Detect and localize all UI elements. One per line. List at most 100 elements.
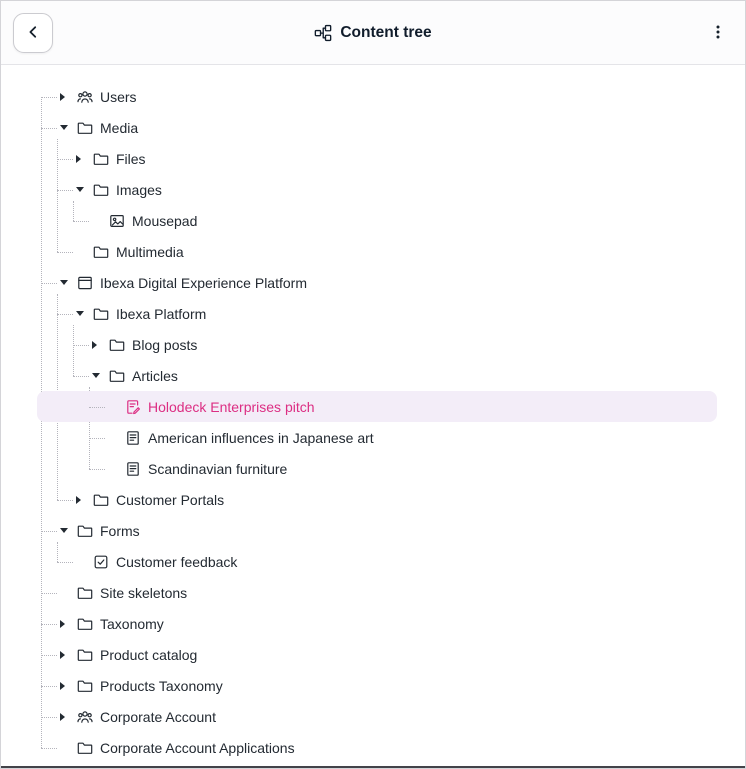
tree-item[interactable]: Customer Portals bbox=[37, 484, 717, 515]
caret-slot bbox=[57, 125, 77, 130]
folder-icon bbox=[93, 306, 109, 322]
folder-icon bbox=[93, 182, 109, 198]
panel-bottom-edge bbox=[1, 766, 745, 768]
folder-icon bbox=[93, 151, 109, 167]
caret-slot bbox=[89, 340, 109, 349]
title-group: Content tree bbox=[314, 23, 432, 42]
tree-item-label: Site skeletons bbox=[100, 584, 188, 601]
caret-slot bbox=[73, 495, 93, 504]
tree-item[interactable]: Taxonomy bbox=[37, 608, 717, 639]
collapse-caret-icon[interactable] bbox=[60, 125, 68, 130]
tree-item[interactable]: American influences in Japanese art bbox=[37, 422, 717, 453]
tree-item-label: Mousepad bbox=[132, 212, 198, 229]
chevron-left-icon bbox=[25, 24, 41, 43]
collapse-caret-icon[interactable] bbox=[92, 373, 100, 378]
page-title: Content tree bbox=[340, 23, 432, 41]
back-button[interactable] bbox=[13, 13, 53, 53]
tree-item-label: Media bbox=[100, 119, 139, 136]
tree-item[interactable]: Users bbox=[37, 81, 717, 112]
tree-item-label: Files bbox=[116, 150, 146, 167]
folder-icon bbox=[77, 585, 93, 601]
kebab-menu-button[interactable] bbox=[707, 22, 729, 44]
caret-slot bbox=[57, 619, 77, 628]
caret-slot bbox=[57, 528, 77, 533]
tree-item[interactable]: Articles bbox=[37, 360, 717, 391]
tree-item-label: American influences in Japanese art bbox=[148, 429, 374, 446]
collapse-caret-icon[interactable] bbox=[60, 528, 68, 533]
caret-slot bbox=[57, 280, 77, 285]
tree-item[interactable]: Forms bbox=[37, 515, 717, 546]
folder-icon bbox=[77, 647, 93, 663]
tree-item[interactable]: Multimedia bbox=[37, 236, 717, 267]
folder-icon bbox=[93, 244, 109, 260]
folder-icon bbox=[93, 492, 109, 508]
folder-icon bbox=[77, 678, 93, 694]
folder-icon bbox=[77, 616, 93, 632]
caret-slot bbox=[73, 154, 93, 163]
tree-item[interactable]: Product catalog bbox=[37, 639, 717, 670]
tree-item[interactable]: Blog posts bbox=[37, 329, 717, 360]
article-icon bbox=[125, 461, 141, 477]
tree-item[interactable]: Mousepad bbox=[37, 205, 717, 236]
tree-item-label: Images bbox=[116, 181, 162, 198]
expand-caret-icon[interactable] bbox=[92, 340, 97, 349]
tree-item[interactable]: Media bbox=[37, 112, 717, 143]
tree-item-label: Holodeck Enterprises pitch bbox=[148, 398, 315, 415]
collapse-caret-icon[interactable] bbox=[76, 187, 84, 192]
tree-item-label: Corporate Account Applications bbox=[100, 739, 295, 756]
folder-icon bbox=[77, 523, 93, 539]
content-tree-icon bbox=[314, 24, 332, 42]
collapse-caret-icon[interactable] bbox=[76, 311, 84, 316]
collapse-caret-icon[interactable] bbox=[60, 280, 68, 285]
tree-item-label: Taxonomy bbox=[100, 615, 164, 632]
tree-item-label: Scandinavian furniture bbox=[148, 460, 288, 477]
expand-caret-icon[interactable] bbox=[60, 92, 65, 101]
tree-item-label: Corporate Account bbox=[100, 708, 216, 725]
folder-icon bbox=[77, 120, 93, 136]
article-icon bbox=[125, 430, 141, 446]
expand-caret-icon[interactable] bbox=[76, 495, 81, 504]
tree-item-label: Customer Portals bbox=[116, 491, 225, 508]
caret-slot bbox=[89, 373, 109, 378]
caret-slot bbox=[73, 311, 93, 316]
expand-caret-icon[interactable] bbox=[76, 154, 81, 163]
folder-icon bbox=[109, 368, 125, 384]
tree-item-label: Articles bbox=[132, 367, 178, 384]
tree-item-label: Product catalog bbox=[100, 646, 198, 663]
tree-item[interactable]: Files bbox=[37, 143, 717, 174]
tree-item[interactable]: Products Taxonomy bbox=[37, 670, 717, 701]
tree-item[interactable]: Ibexa Platform bbox=[37, 298, 717, 329]
tree-item-label: Ibexa Digital Experience Platform bbox=[100, 274, 307, 291]
tree-item[interactable]: Images bbox=[37, 174, 717, 205]
caret-slot bbox=[57, 681, 77, 690]
tree-item-label: Users bbox=[100, 88, 137, 105]
folder-icon bbox=[109, 337, 125, 353]
expand-caret-icon[interactable] bbox=[60, 650, 65, 659]
tree-item[interactable]: Corporate Account bbox=[37, 701, 717, 732]
expand-caret-icon[interactable] bbox=[60, 712, 65, 721]
expand-caret-icon[interactable] bbox=[60, 681, 65, 690]
tree-item[interactable]: Holodeck Enterprises pitch bbox=[37, 391, 717, 422]
tree-item-label: Products Taxonomy bbox=[100, 677, 223, 694]
tree-item[interactable]: Site skeletons bbox=[37, 577, 717, 608]
tree-item[interactable]: Scandinavian furniture bbox=[37, 453, 717, 484]
tree-item-label: Customer feedback bbox=[116, 553, 238, 570]
landing-page-icon bbox=[77, 275, 93, 291]
expand-caret-icon[interactable] bbox=[60, 619, 65, 628]
users-icon bbox=[77, 89, 93, 105]
tree-item[interactable]: Ibexa Digital Experience Platform bbox=[37, 267, 717, 298]
tree-item-label: Blog posts bbox=[132, 336, 198, 353]
article-edit-icon bbox=[125, 399, 141, 415]
image-icon bbox=[109, 213, 125, 229]
users-icon bbox=[77, 709, 93, 725]
tree-item-label: Ibexa Platform bbox=[116, 305, 207, 322]
caret-slot bbox=[73, 187, 93, 192]
form-icon bbox=[93, 554, 109, 570]
caret-slot bbox=[57, 92, 77, 101]
header: Content tree bbox=[1, 1, 745, 65]
tree-item[interactable]: Corporate Account Applications bbox=[37, 732, 717, 763]
tree-item[interactable]: Customer feedback bbox=[37, 546, 717, 577]
tree-item-label: Multimedia bbox=[116, 243, 184, 260]
